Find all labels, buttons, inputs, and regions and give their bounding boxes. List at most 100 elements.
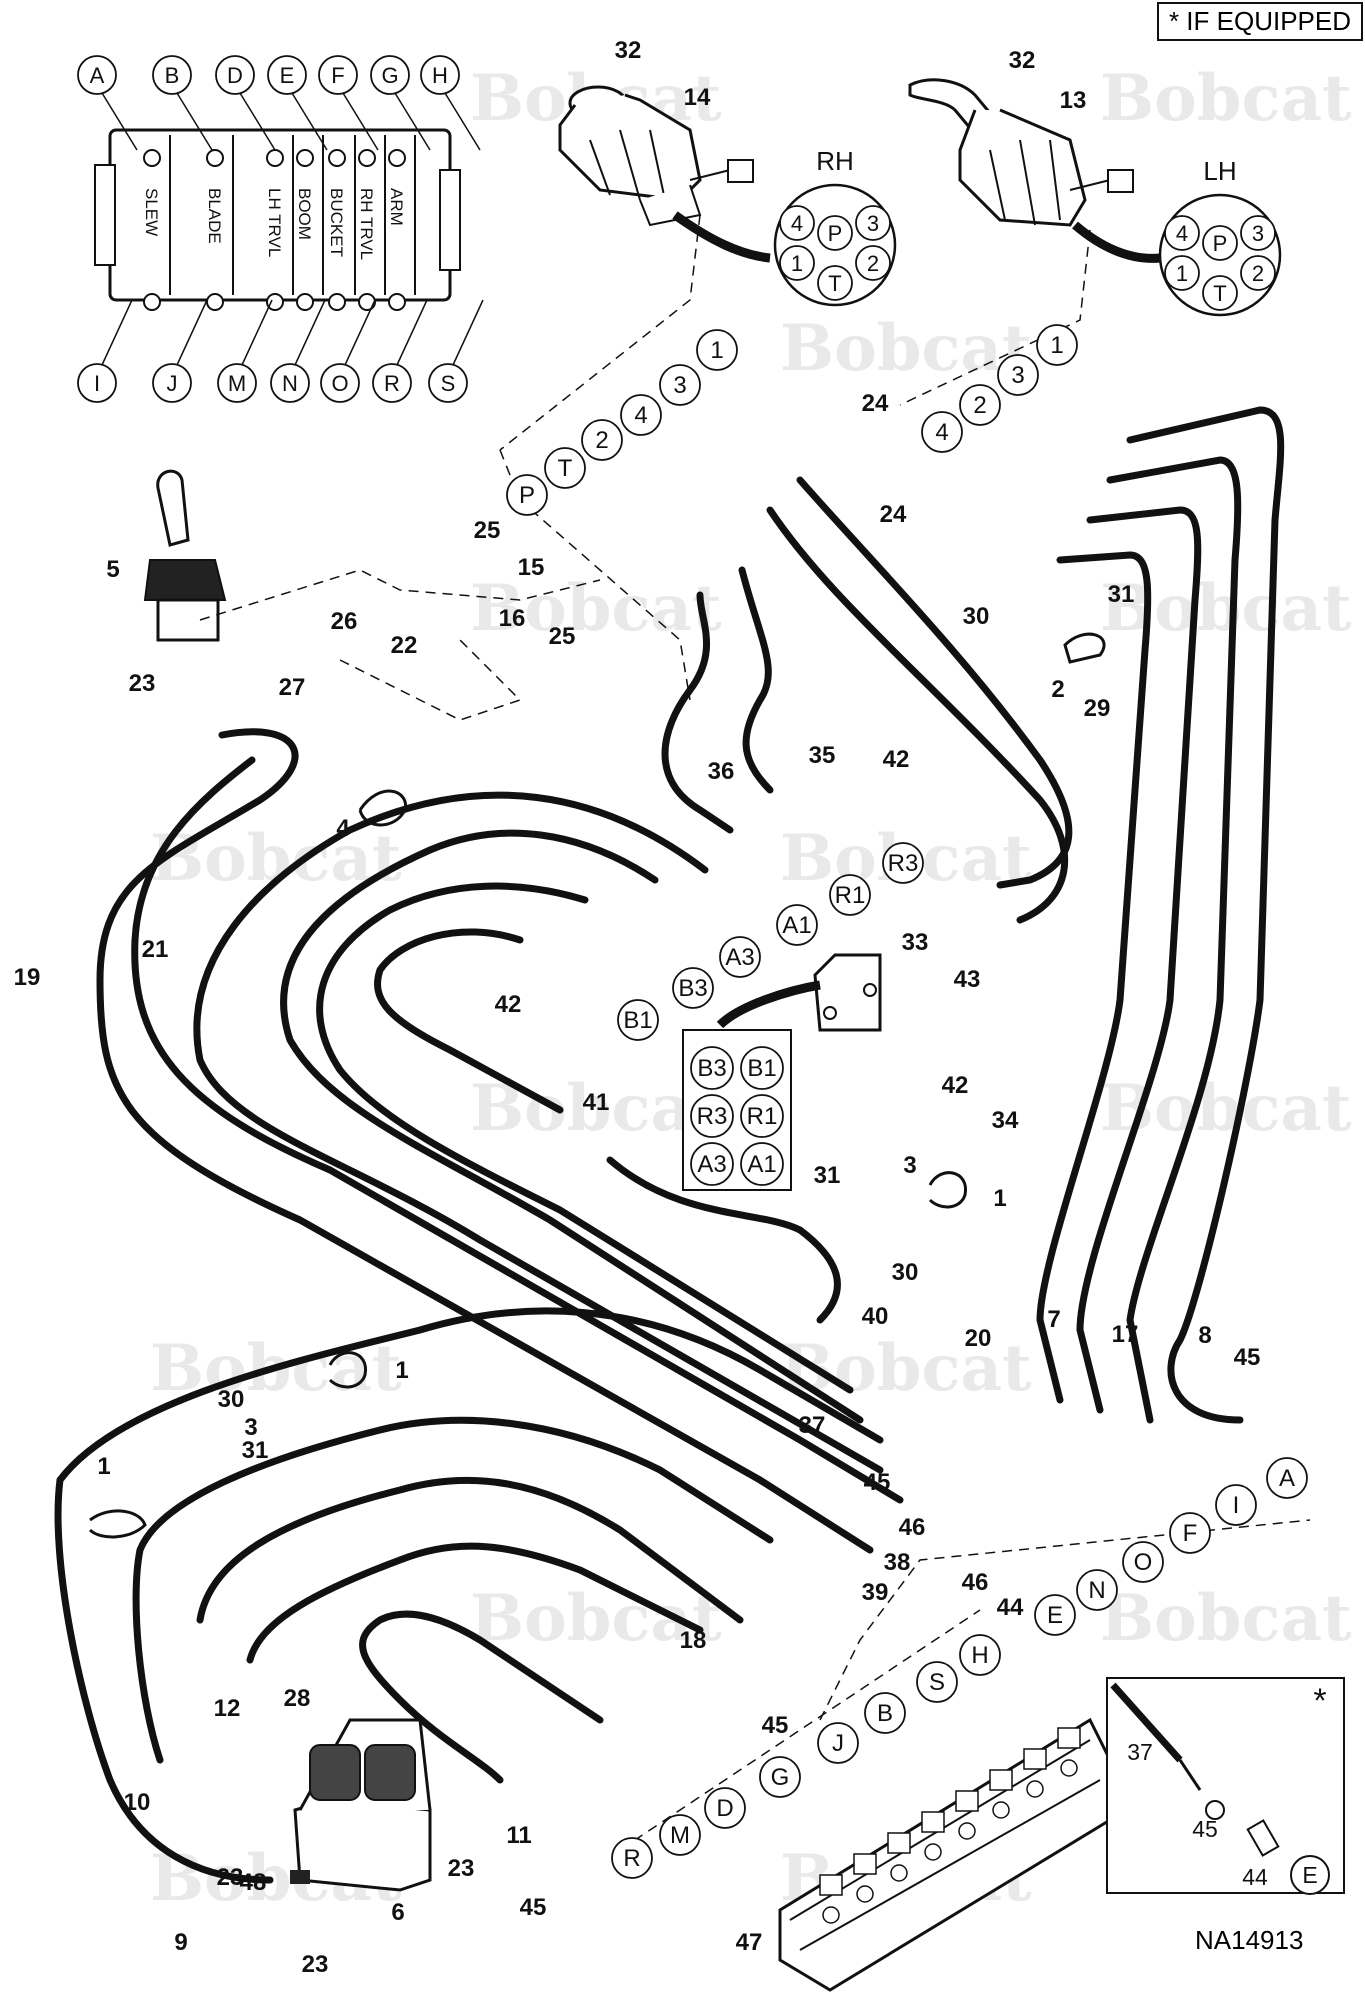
rh-pin: 3 — [855, 205, 891, 241]
port-bubble: P — [506, 474, 548, 516]
watermark: Bobcat — [1100, 1581, 1352, 1656]
port-bubble: E — [1034, 1594, 1076, 1636]
svg-text:M: M — [228, 371, 246, 396]
part-callout: 32 — [615, 37, 642, 64]
part-callout: 15 — [518, 554, 545, 581]
part-callout: 45 — [520, 1894, 547, 1921]
svg-text:T: T — [1213, 281, 1226, 306]
svg-text:R1: R1 — [835, 882, 866, 909]
part-callout: 45 — [864, 1469, 891, 1496]
port-bubble: A — [1266, 1457, 1308, 1499]
rh-pin: T — [817, 265, 853, 301]
port-bubble: M — [659, 1814, 701, 1856]
part-callout: 22 — [391, 632, 418, 659]
svg-text:4: 4 — [634, 402, 647, 429]
inset-star: * — [1313, 1682, 1326, 1720]
rh-pin: 4 — [779, 205, 815, 241]
part-callout: 42 — [495, 991, 522, 1018]
svg-text:B1: B1 — [747, 1055, 776, 1082]
rh-pin: 1 — [779, 245, 815, 281]
svg-text:3: 3 — [867, 211, 879, 236]
part-callout: 14 — [684, 84, 711, 111]
port-bubble: O — [1122, 1541, 1164, 1583]
svg-text:4: 4 — [1176, 221, 1188, 246]
part-callout: 16 — [499, 605, 526, 632]
svg-text:1: 1 — [1176, 261, 1188, 286]
part-callout: 45 — [1234, 1344, 1261, 1371]
svg-text:J: J — [832, 1730, 844, 1757]
svg-text:R: R — [623, 1845, 640, 1872]
lh-joystick — [908, 78, 1134, 227]
svg-text:N: N — [282, 371, 298, 396]
part-callout: 24 — [880, 501, 907, 528]
part-callout: 23 — [217, 1864, 244, 1891]
svg-text:3: 3 — [1252, 221, 1264, 246]
watermark: Bobcat — [780, 311, 1032, 386]
valve-section-label: ARM — [387, 188, 406, 226]
svg-text:B3: B3 — [697, 1055, 726, 1082]
pilot-joystick — [143, 469, 227, 642]
svg-text:B: B — [877, 1700, 893, 1727]
lh-pin: T — [1202, 275, 1238, 311]
rh-pin: 2 — [855, 245, 891, 281]
part-callout: 17 — [1112, 1321, 1139, 1348]
port-bubble: R3 — [882, 842, 924, 884]
selector-port: B3 — [690, 1046, 734, 1090]
inset-label: E — [1302, 1862, 1317, 1888]
valve-port-bottom: M — [217, 363, 257, 403]
svg-text:D: D — [716, 1795, 733, 1822]
port-bubble: J — [817, 1722, 859, 1764]
selector-port: R1 — [740, 1094, 784, 1138]
part-callout: 11 — [506, 1822, 531, 1849]
part-callout: 1 — [993, 1185, 1006, 1212]
svg-text:B1: B1 — [623, 1007, 652, 1034]
lh-pin: 4 — [1164, 215, 1200, 251]
part-callout: 13 — [1060, 87, 1087, 114]
svg-text:G: G — [771, 1764, 790, 1791]
drawing-number: NA14913 — [1195, 1925, 1304, 1955]
watermark: Bobcat — [470, 571, 722, 646]
selector-port: B1 — [740, 1046, 784, 1090]
part-callout: 41 — [583, 1089, 610, 1116]
svg-text:H: H — [971, 1642, 988, 1669]
part-callout: 5 — [106, 556, 119, 583]
svg-text:R: R — [384, 371, 400, 396]
valve-port-bottom: N — [270, 363, 310, 403]
svg-text:4: 4 — [935, 419, 948, 446]
part-callout: 8 — [1198, 1322, 1211, 1349]
part-callout: 43 — [954, 966, 981, 993]
part-callout: 31 — [242, 1437, 269, 1464]
svg-text:S: S — [929, 1669, 945, 1696]
part-callout: 18 — [680, 1627, 707, 1654]
svg-text:D: D — [227, 63, 243, 88]
valve-section-label: BUCKET — [327, 188, 346, 257]
svg-text:O: O — [1134, 1549, 1153, 1576]
svg-text:F: F — [1183, 1520, 1198, 1547]
part-callout: 37 — [799, 1412, 826, 1439]
svg-text:E: E — [280, 63, 295, 88]
inset-label: 37 — [1127, 1739, 1153, 1765]
svg-text:I: I — [1233, 1492, 1240, 1519]
part-callout: 23 — [302, 1951, 329, 1978]
selector-valve — [716, 953, 882, 1032]
port-bubble: 2 — [581, 419, 623, 461]
svg-text:J: J — [167, 371, 178, 396]
port-bubble: 4 — [620, 394, 662, 436]
svg-text:P: P — [519, 482, 535, 509]
part-callout: 23 — [448, 1855, 475, 1882]
port-bubble: B — [864, 1692, 906, 1734]
part-callout: 26 — [331, 608, 358, 635]
svg-text:A: A — [90, 63, 105, 88]
part-callout: 30 — [218, 1386, 245, 1413]
inset-label: 45 — [1192, 1816, 1218, 1842]
port-bubble: B1 — [617, 999, 659, 1041]
port-bubble: A1 — [776, 904, 818, 946]
clamps — [88, 632, 1106, 1539]
svg-text:H: H — [432, 63, 448, 88]
valve-port-top: G — [370, 55, 410, 95]
part-callout: 10 — [124, 1789, 151, 1816]
